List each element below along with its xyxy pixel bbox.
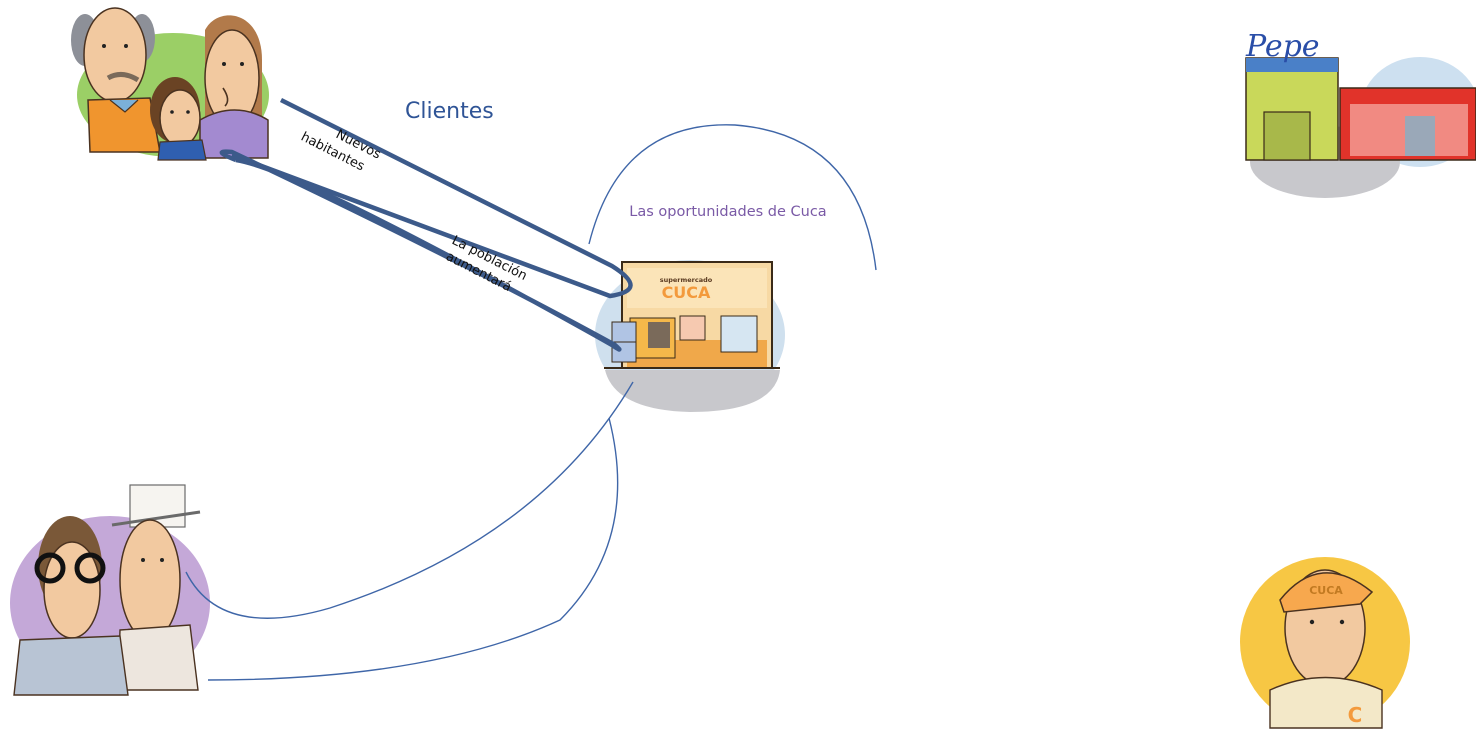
- two-men-illustration: [10, 484, 210, 696]
- family-illustration: [71, 7, 269, 161]
- pepe-sign-text: Pepe: [1245, 29, 1320, 64]
- label-poblacion-aumentara: La población aumentará: [443, 233, 529, 295]
- store-sign-text: CUCA: [662, 283, 711, 302]
- store-pepe-illustration: Pepe: [1245, 29, 1476, 198]
- connector-arc-opportunities: [588, 124, 877, 271]
- link-poblacion-aumentara: [219, 149, 622, 352]
- connector-curve-lower-men: [207, 417, 619, 681]
- shirt-letter-text: C: [1348, 703, 1363, 727]
- title-oportunidades: Las oportunidades de Cuca: [629, 204, 827, 220]
- store-cuca-illustration: supermercado CUCA: [595, 260, 785, 412]
- cap-text: CUCA: [1309, 584, 1343, 597]
- store-sign-small-text: supermercado: [660, 276, 713, 284]
- label-nuevos-habitantes: Nuevos habitantes: [298, 127, 383, 174]
- connector-curve-upper-men: [185, 381, 634, 619]
- title-clientes: Clientes: [405, 99, 494, 124]
- cuca-character-illustration: CUCA C: [1240, 557, 1410, 729]
- link-nuevos-habitantes: [231, 97, 633, 299]
